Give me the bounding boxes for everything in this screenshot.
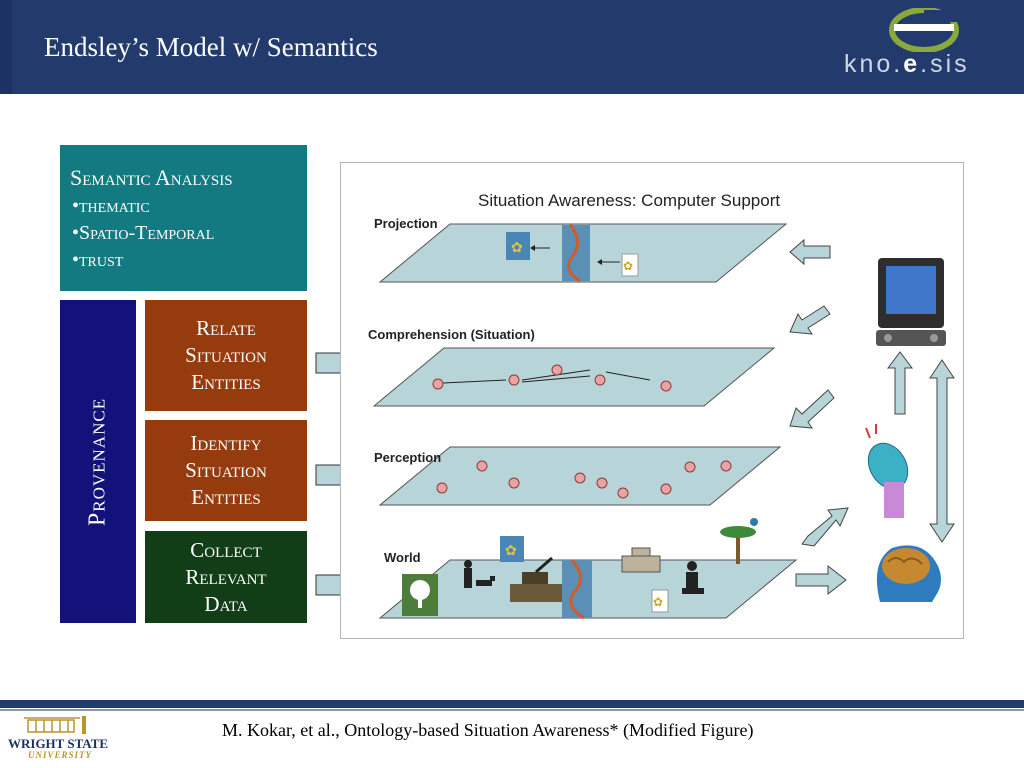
world-contents: ✿ ✿ (402, 518, 758, 620)
comprehension-node (508, 374, 520, 386)
right-diagonal-arrow-icon (801, 507, 849, 547)
up-arrow-icon (887, 351, 913, 415)
semantic-analysis-box: Semantic Analysis •thematic •Spatio-Temp… (60, 145, 307, 291)
level-projection: Projection (374, 216, 438, 231)
identify-situation-entities-box: Identify Situation Entities (145, 420, 307, 521)
knoesis-logo: kno.e.sis (838, 7, 1008, 88)
slide-header: Endsley’s Model w/ Semantics kno.e.sis (0, 0, 1024, 94)
plant-icon (500, 536, 524, 562)
tank-icon (510, 556, 564, 602)
collect-line-2: Relevant (185, 564, 267, 589)
armored-vehicle-icon (621, 547, 661, 573)
knoesis-e-icon (889, 7, 960, 53)
plant-icon (506, 232, 530, 260)
citation: M. Kokar, et al., Ontology-based Situati… (222, 720, 754, 740)
knoesis-wordmark: kno.e.sis (844, 50, 970, 78)
collect-line-3: Data (204, 591, 248, 616)
perception-node (617, 487, 629, 499)
level-perception: Perception (374, 450, 441, 465)
provenance-label: Provenance (84, 397, 111, 527)
right-arrow-icon (795, 564, 847, 596)
brain-head-icon (876, 545, 941, 602)
perception-node (684, 461, 696, 473)
provenance-box: Provenance (60, 300, 136, 623)
svg-text:✿: ✿ (505, 543, 517, 559)
comprehension-node (432, 378, 444, 390)
footer-rule (0, 700, 1024, 708)
semantic-item-trust: •trust (72, 249, 124, 271)
situation-awareness-diagram: Situation Awareness: Computer Support Pr… (340, 162, 964, 639)
kneeling-soldier-icon (682, 561, 704, 594)
perception-node (508, 477, 520, 489)
double-vertical-arrow-icon (929, 359, 955, 543)
perception-node (660, 483, 672, 495)
level-comprehension: Comprehension (Situation) (368, 327, 535, 342)
footer-rule-thin (0, 709, 1024, 711)
palm-tree-icon (720, 518, 758, 564)
comprehension-node (660, 380, 672, 392)
svg-text:✿: ✿ (511, 240, 523, 256)
left-arrow-icon (789, 238, 831, 266)
header-band (0, 0, 12, 94)
relate-line-3: Entities (191, 370, 261, 394)
sunflower-icon (621, 253, 639, 277)
semantic-analysis-title: Semantic Analysis (70, 165, 233, 190)
satellite-dish-icon (865, 424, 909, 518)
university-subtitle: UNIVERSITY (28, 750, 93, 760)
identify-line-3: Entities (191, 485, 261, 509)
perception-node (436, 482, 448, 494)
soldier-dog-icon (464, 560, 495, 588)
identify-line-2: Situation (185, 458, 267, 482)
figure-title: Situation Awareness: Computer Support (478, 191, 780, 210)
collect-line-1: Collect (190, 537, 262, 562)
comprehension-node (551, 364, 563, 376)
wright-state-logo: WRIGHT STATE UNIVERSITY (6, 714, 110, 764)
perception-node (596, 477, 608, 489)
relate-line-2: Situation (185, 343, 267, 367)
semantic-item-spatio-temporal: •Spatio-Temporal (72, 222, 215, 244)
left-diagonal-arrow-icon (789, 389, 835, 429)
relate-situation-entities-box: Relate Situation Entities (145, 300, 307, 411)
slide-title: Endsley’s Model w/ Semantics (44, 32, 378, 62)
left-diagonal-arrow-icon (789, 305, 831, 335)
perception-node (476, 460, 488, 472)
wright-state-building-icon (24, 716, 86, 734)
relate-line-1: Relate (196, 316, 256, 340)
level-world: World (384, 550, 421, 565)
perception-node (720, 460, 732, 472)
monitor-icon (876, 258, 946, 346)
svg-text:✿: ✿ (623, 259, 633, 273)
situation-awareness-figure: Situation Awareness: Computer Support Pr… (340, 162, 964, 639)
university-name: WRIGHT STATE (8, 736, 109, 751)
sunflower-icon (651, 589, 669, 613)
svg-text:✿: ✿ (653, 595, 663, 609)
identify-line-1: Identify (190, 431, 262, 455)
collect-relevant-data-box: Collect Relevant Data (145, 531, 307, 623)
projection-contents: ✿ ✿ (506, 224, 639, 283)
perception-node (574, 472, 586, 484)
semantic-item-thematic: •thematic (72, 195, 150, 217)
comprehension-node (594, 374, 606, 386)
